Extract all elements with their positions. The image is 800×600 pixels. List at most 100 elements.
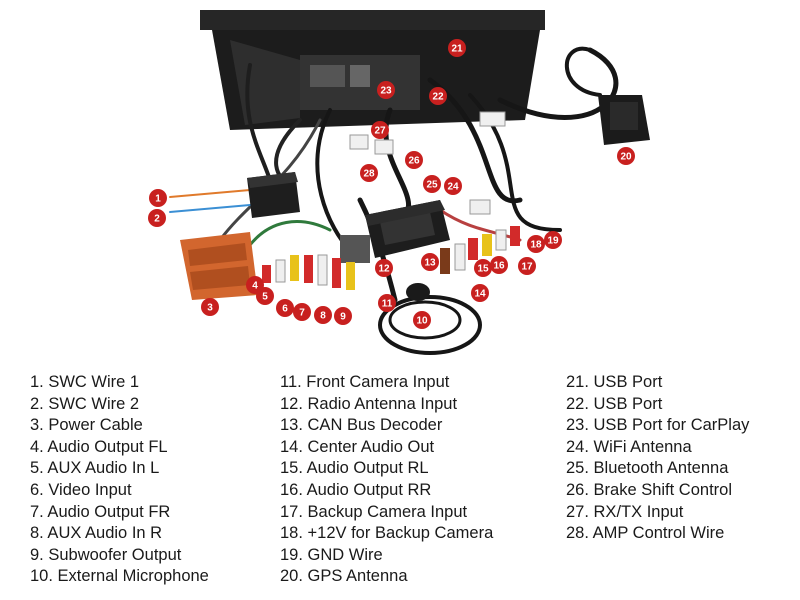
legend-item: 10. External Microphone bbox=[30, 567, 209, 586]
callout-badge-circle bbox=[371, 121, 389, 139]
callout-badge-number: 23 bbox=[380, 86, 392, 97]
callout-badge-circle bbox=[423, 175, 441, 193]
callout-badge-circle bbox=[518, 257, 536, 275]
callout-badge-number: 2 bbox=[154, 214, 160, 225]
callout-badge-number: 16 bbox=[493, 261, 505, 272]
callout-badge-circle bbox=[413, 311, 431, 329]
callout-badge: 15 bbox=[474, 259, 492, 277]
callout-badge-circle bbox=[544, 231, 562, 249]
callout-badge-number: 21 bbox=[451, 44, 463, 55]
callout-badge-number: 25 bbox=[426, 180, 438, 191]
callout-badge: 2 bbox=[148, 209, 166, 227]
legend-item: 22. USB Port bbox=[566, 394, 663, 413]
legend-item: 16. Audio Output RR bbox=[280, 480, 432, 499]
callout-badge: 25 bbox=[423, 175, 441, 193]
legend-item: 7. Audio Output FR bbox=[30, 502, 171, 521]
legend-item: 19. GND Wire bbox=[280, 545, 383, 564]
callout-badge-number: 8 bbox=[320, 311, 326, 322]
callout-badge-circle bbox=[429, 87, 447, 105]
callout-badge-number: 27 bbox=[374, 126, 386, 137]
callout-badge-circle bbox=[276, 299, 294, 317]
connector-block bbox=[340, 235, 370, 263]
legend-item: 24. WiFi Antenna bbox=[566, 437, 692, 456]
callout-badge-number: 10 bbox=[416, 316, 428, 327]
callout-badge-circle bbox=[375, 259, 393, 277]
legend-item: 15. Audio Output RL bbox=[280, 459, 429, 478]
legend-item: 3. Power Cable bbox=[30, 416, 143, 435]
rca-plugs-right bbox=[440, 226, 520, 274]
legend-item: 11. Front Camera Input bbox=[280, 373, 450, 391]
can-bus-decoder bbox=[365, 200, 450, 258]
callout-badge-number: 19 bbox=[547, 236, 559, 247]
callout-badge-number: 1 bbox=[155, 194, 161, 205]
callout-badge-circle bbox=[360, 164, 378, 182]
callout-badge: 6 bbox=[276, 299, 294, 317]
callout-badge: 14 bbox=[471, 284, 489, 302]
callout-badge: 16 bbox=[490, 256, 508, 274]
callout-badge-number: 13 bbox=[424, 258, 436, 269]
callout-badge-circle bbox=[471, 284, 489, 302]
callout-badge-circle bbox=[256, 287, 274, 305]
legend-item: 6. Video Input bbox=[30, 480, 132, 499]
callout-badge-number: 9 bbox=[340, 312, 346, 323]
callout-badge-circle bbox=[474, 259, 492, 277]
callout-badge: 18 bbox=[527, 235, 545, 253]
external-microphone bbox=[378, 283, 482, 355]
callout-badge-circle bbox=[293, 303, 311, 321]
legend-item: 21. USB Port bbox=[566, 373, 663, 391]
callout-badge-circle bbox=[405, 151, 423, 169]
legend-item: 1. SWC Wire 1 bbox=[30, 373, 140, 391]
callout-badge-circle bbox=[378, 294, 396, 312]
legend-item: 17. Backup Camera Input bbox=[280, 502, 468, 521]
legend-item: 18. +12V for Backup Camera bbox=[280, 524, 494, 543]
callout-badge-number: 17 bbox=[521, 262, 533, 273]
rca-plugs-left bbox=[262, 254, 355, 290]
callout-badge-number: 11 bbox=[382, 299, 393, 310]
callout-badge: 26 bbox=[405, 151, 423, 169]
callout-badge-circle bbox=[617, 147, 635, 165]
callout-badge-number: 12 bbox=[378, 264, 390, 275]
legend-item: 2. SWC Wire 2 bbox=[30, 394, 140, 413]
callout-badge-circle bbox=[314, 306, 332, 324]
legend-item: 9. Subwoofer Output bbox=[30, 545, 182, 564]
legend-item: 4. Audio Output FL bbox=[30, 437, 168, 456]
power-connector bbox=[180, 232, 258, 300]
callout-badge-circle bbox=[201, 298, 219, 316]
legend-item: 5. AUX Audio In L bbox=[30, 459, 160, 478]
callout-badge-number: 15 bbox=[477, 264, 489, 275]
callout-badge-circle bbox=[334, 307, 352, 325]
callout-badge: 9 bbox=[334, 307, 352, 325]
callout-badge-circle bbox=[527, 235, 545, 253]
callout-badge-number: 20 bbox=[620, 152, 632, 163]
callout-badge: 23 bbox=[377, 81, 395, 99]
legend-column-3: 21. USB Port 22. USB Port 23. USB Port f… bbox=[566, 372, 749, 545]
callout-badge: 27 bbox=[371, 121, 389, 139]
callout-badge: 28 bbox=[360, 164, 378, 182]
gps-antenna-module bbox=[598, 95, 650, 145]
callout-badge: 17 bbox=[518, 257, 536, 275]
legend-item: 27. RX/TX Input bbox=[566, 502, 684, 521]
legend-item: 12. Radio Antenna Input bbox=[280, 394, 458, 413]
callout-badge-circle bbox=[448, 39, 466, 57]
callout-badge-number: 3 bbox=[207, 303, 213, 314]
callout-badge-number: 7 bbox=[299, 308, 305, 319]
callout-badge: 22 bbox=[429, 87, 447, 105]
callout-badge: 5 bbox=[256, 287, 274, 305]
callout-badge: 8 bbox=[314, 306, 332, 324]
callout-badge-circle bbox=[377, 81, 395, 99]
legend-item: 14. Center Audio Out bbox=[280, 437, 435, 456]
callout-badge-circle bbox=[421, 253, 439, 271]
callout-badge-circle bbox=[149, 189, 167, 207]
callout-badge-circle bbox=[490, 256, 508, 274]
legend-item: 13. CAN Bus Decoder bbox=[280, 416, 443, 435]
callout-badge-number: 18 bbox=[530, 240, 542, 251]
callout-badge: 24 bbox=[444, 177, 462, 195]
legend-item: 23. USB Port for CarPlay bbox=[566, 416, 750, 435]
callout-badge: 7 bbox=[293, 303, 311, 321]
callout-badge: 13 bbox=[421, 253, 439, 271]
callout-badge: 20 bbox=[617, 147, 635, 165]
callout-badge-number: 26 bbox=[408, 156, 420, 167]
swc-module-box bbox=[247, 172, 300, 218]
callout-badge-number: 28 bbox=[363, 169, 375, 180]
